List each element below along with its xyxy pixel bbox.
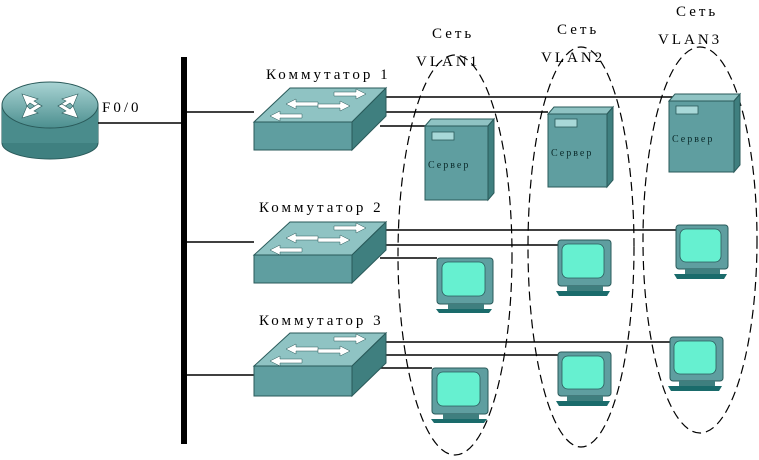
switch-3 <box>252 331 388 398</box>
vlan3-boundary <box>642 46 758 434</box>
vlan1-boundary <box>397 54 513 456</box>
switch-2-arrows-icon <box>269 222 367 256</box>
switch-2-label: Коммутатор 2 <box>259 200 384 216</box>
server-vlan1-label: Сервер <box>428 160 470 171</box>
vlan2-name: VLAN2 <box>541 50 605 66</box>
switch-1-label: Коммутатор 1 <box>266 67 391 83</box>
pc-vlan1-switch2 <box>436 257 494 313</box>
pc-vlan3-switch2 <box>674 224 729 279</box>
switch-1 <box>252 86 388 152</box>
pc-vlan3-switch3 <box>668 336 724 391</box>
server-vlan2-label: Сервер <box>551 148 593 159</box>
vlan3-title: Сеть <box>676 4 718 20</box>
vlan2-title: Сеть <box>557 22 599 38</box>
vlan3-name: VLAN3 <box>658 32 722 48</box>
server-vlan1: Сервер <box>423 117 496 202</box>
router <box>1 81 99 160</box>
vlan2-boundary <box>527 46 635 448</box>
server-vlan3-label: Сервер <box>672 134 714 145</box>
server-vlan3: Сервер <box>667 92 742 174</box>
router-port-label: F0/0 <box>102 100 142 116</box>
vlan1-name: VLAN1 <box>416 54 480 70</box>
backbone-bus <box>181 57 187 444</box>
router-arrows-icon <box>21 93 79 119</box>
switch-1-arrows-icon <box>269 88 367 122</box>
pc-vlan1-switch3 <box>431 367 489 423</box>
switch-2 <box>252 220 388 285</box>
switch-3-label: Коммутатор 3 <box>259 313 384 329</box>
pc-vlan2-switch3 <box>556 351 612 406</box>
switch-3-arrows-icon <box>269 333 367 367</box>
server-vlan2: Сервер <box>546 105 615 189</box>
vlan1-title: Сеть <box>432 26 474 42</box>
pc-vlan2-switch2 <box>556 239 612 296</box>
